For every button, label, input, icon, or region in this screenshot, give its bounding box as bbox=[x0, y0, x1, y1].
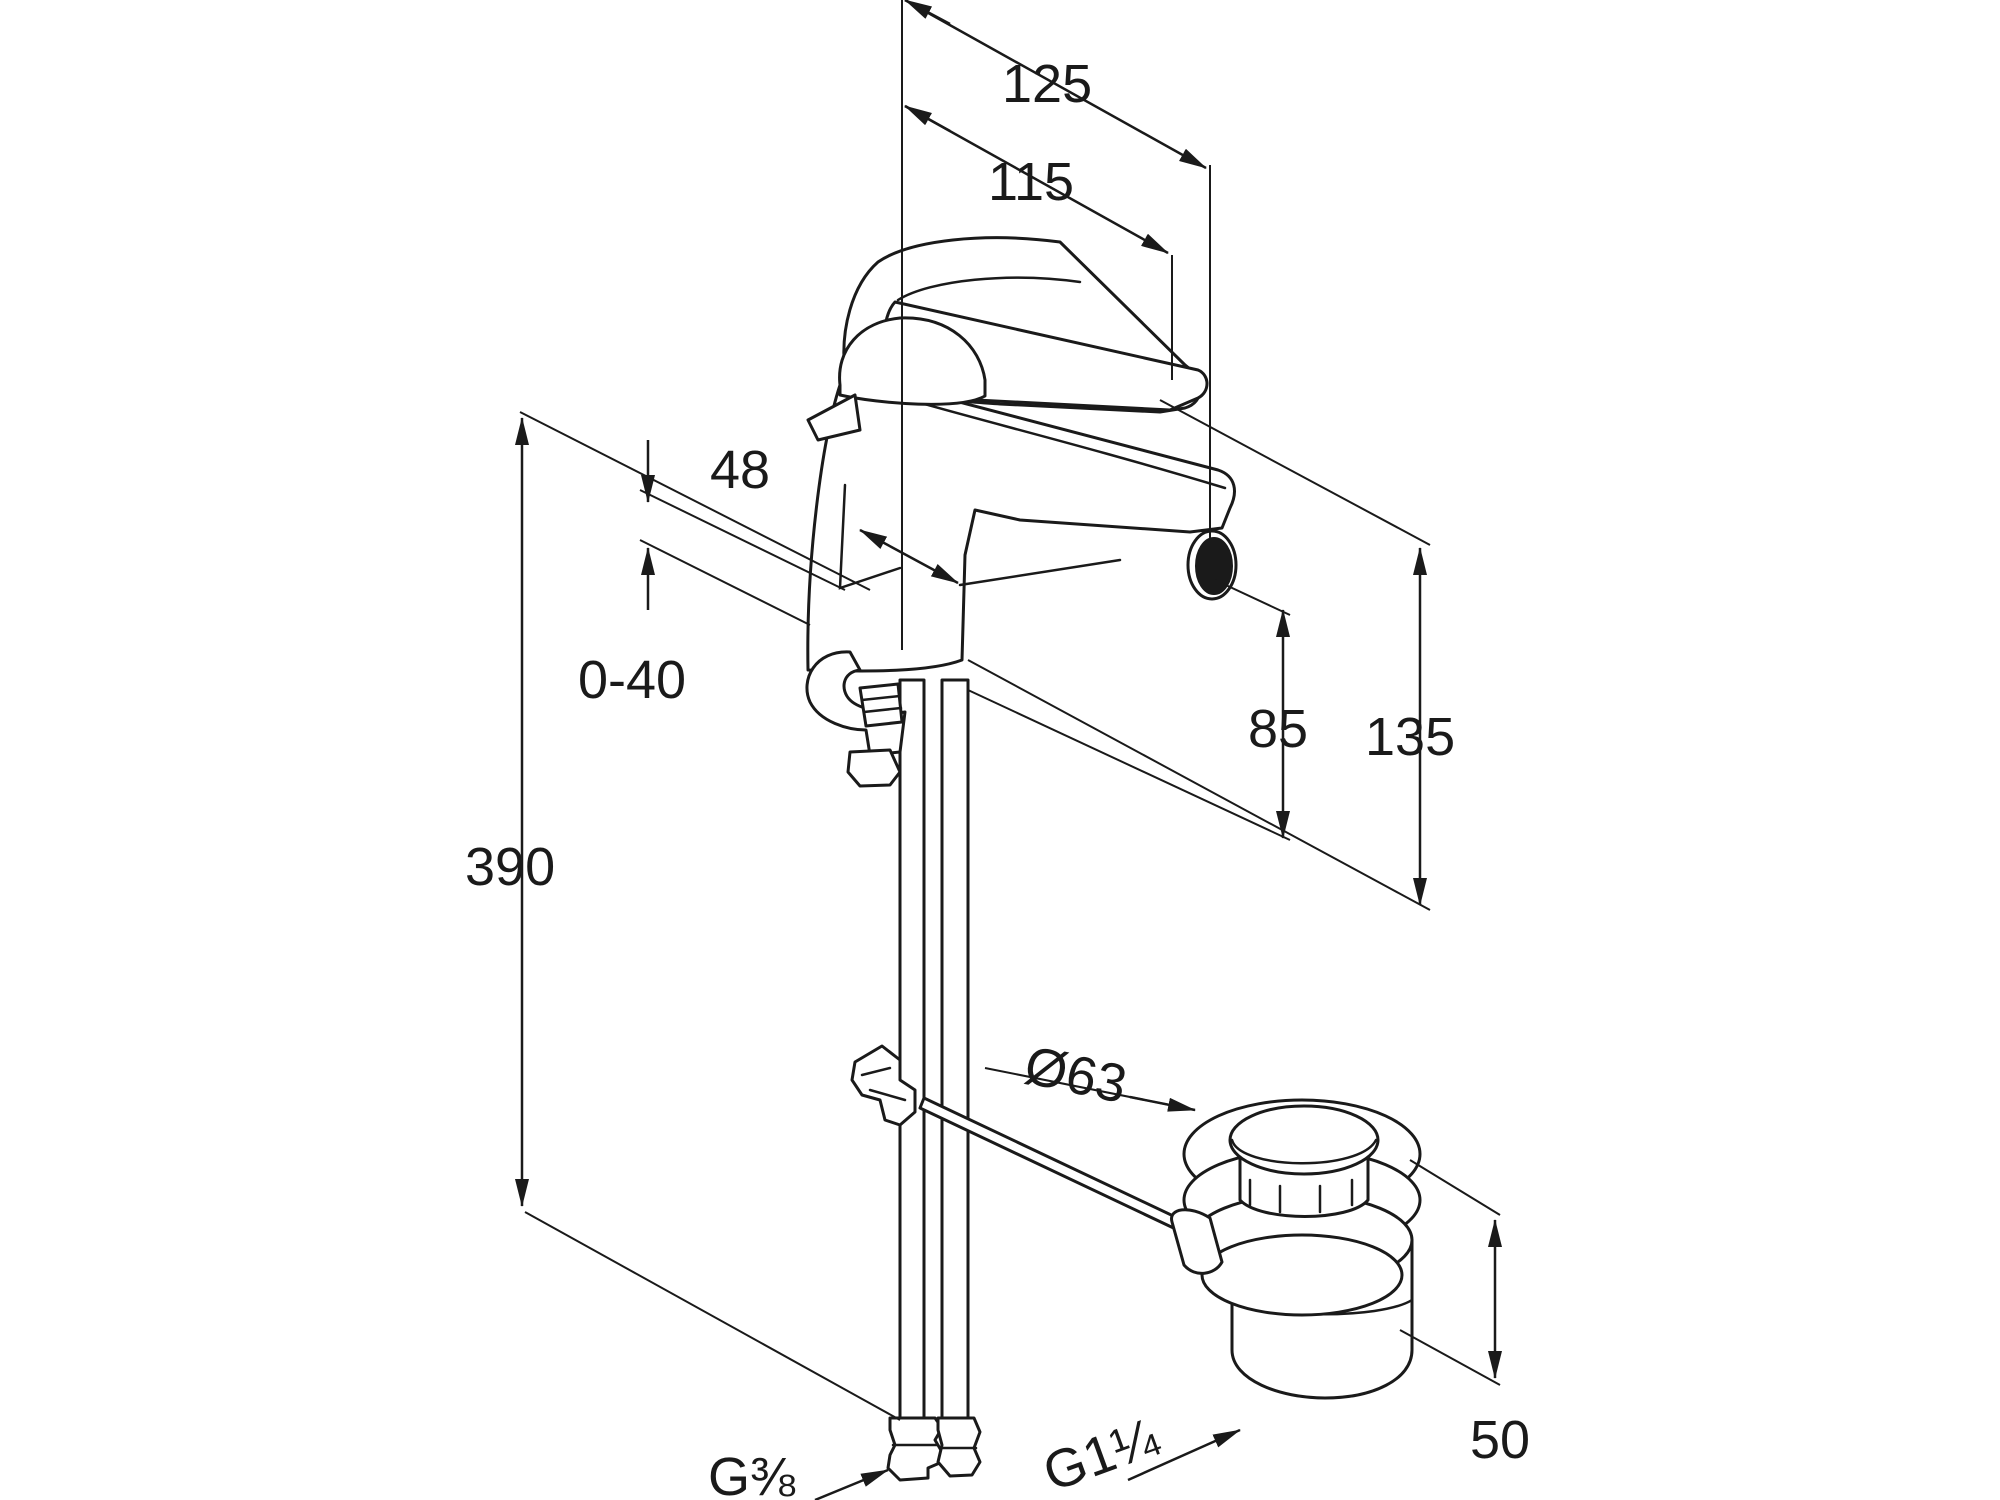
supply-hose-left bbox=[898, 678, 926, 1432]
lever-top-line bbox=[896, 276, 1082, 302]
label-diameter-63: Ø63 bbox=[1020, 1035, 1132, 1115]
label-125: 125 bbox=[1002, 54, 1092, 114]
spout-body bbox=[806, 370, 1236, 673]
bracket-hook bbox=[805, 650, 907, 757]
popup-waste bbox=[1170, 1098, 1422, 1400]
dim-125-arrow-start bbox=[904, 0, 951, 26]
supply-hose-right bbox=[940, 678, 970, 1432]
rod-clamp bbox=[850, 1044, 917, 1127]
dim-48-line bbox=[859, 528, 959, 585]
dim-63-arrow bbox=[1129, 1095, 1196, 1112]
label-g-1-1-4: G1¼ bbox=[1036, 1407, 1167, 1500]
spout-front-line bbox=[958, 558, 1122, 587]
label-50: 50 bbox=[1470, 1410, 1530, 1470]
waste-arm-hub bbox=[1170, 1208, 1224, 1275]
hose-nut-left bbox=[886, 1416, 944, 1482]
label-g-3-8: G⅜ bbox=[708, 1447, 796, 1500]
label-0-40: 0-40 bbox=[578, 650, 686, 710]
dim-g114-leader bbox=[1127, 1428, 1241, 1482]
body-flange bbox=[806, 393, 862, 442]
label-85: 85 bbox=[1248, 699, 1308, 759]
mounting-bracket bbox=[805, 650, 907, 788]
waste-ring-3 bbox=[1200, 1233, 1404, 1317]
label-115: 115 bbox=[988, 152, 1074, 212]
aerator-outlet bbox=[1195, 537, 1233, 595]
dimension-lines bbox=[515, 0, 1502, 1500]
bracket-nut bbox=[846, 748, 902, 788]
label-390: 390 bbox=[465, 837, 555, 897]
rod-clamp-screw bbox=[860, 1066, 907, 1102]
faucet-body bbox=[806, 236, 1238, 1482]
label-135: 135 bbox=[1365, 707, 1455, 767]
bracket-bolt bbox=[858, 682, 904, 728]
dim-125-line bbox=[904, 0, 1207, 170]
bracket-bolt-thread bbox=[860, 694, 903, 714]
label-48: 48 bbox=[710, 440, 770, 500]
waste-plug bbox=[1228, 1104, 1380, 1176]
dim-115-arrow-start bbox=[904, 104, 951, 133]
waste-plug-rim bbox=[1230, 1138, 1378, 1165]
dim-g38-leader bbox=[814, 1468, 889, 1500]
